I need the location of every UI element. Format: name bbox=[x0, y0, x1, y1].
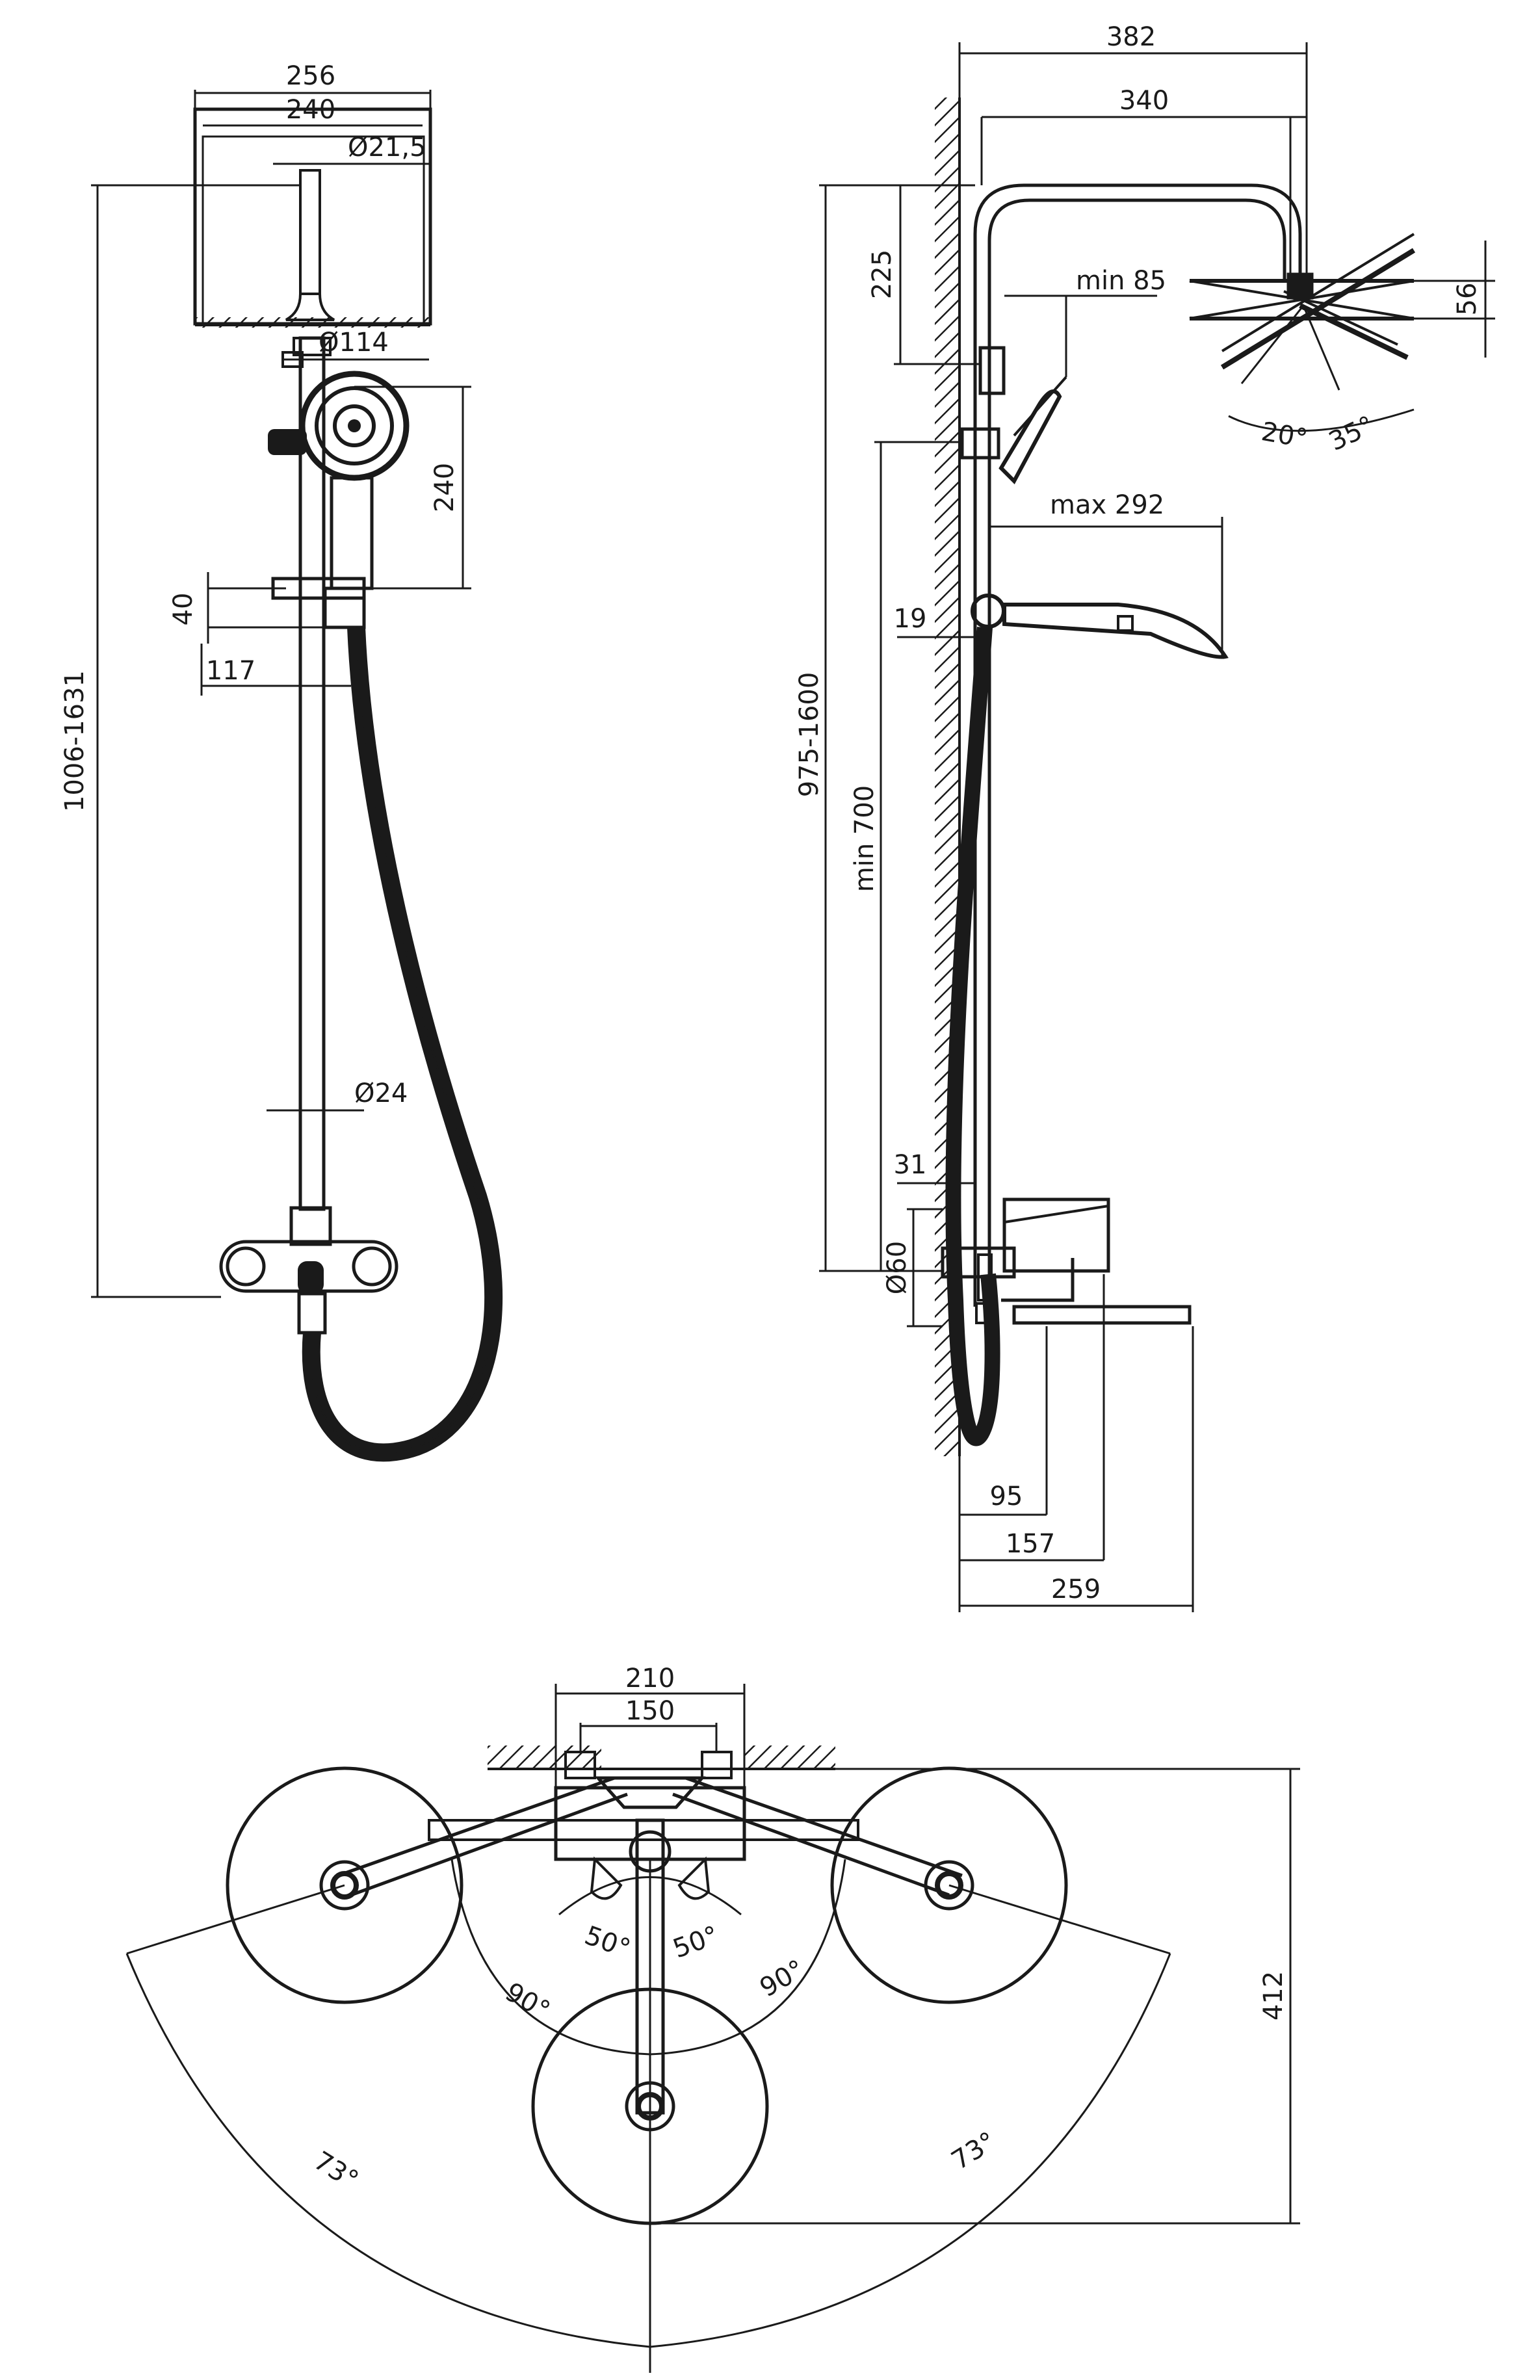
dim-side-95: 95 bbox=[990, 1482, 1023, 1511]
dim-side-connection-diameter: Ø60 bbox=[882, 1241, 912, 1294]
top-heads bbox=[226, 1766, 1068, 2225]
dim-side-min-700: min 700 bbox=[850, 785, 880, 893]
front-dimensions bbox=[91, 90, 471, 1298]
dim-top-swivel-right: 50° bbox=[669, 1920, 722, 1964]
dim-top-210: 210 bbox=[625, 1664, 675, 1693]
dim-side-259: 259 bbox=[1051, 1575, 1101, 1604]
dim-side-19: 19 bbox=[894, 604, 927, 634]
dim-top-412: 412 bbox=[1259, 1971, 1288, 2020]
dim-side-382: 382 bbox=[1106, 22, 1156, 52]
dim-front-handshower-diameter: Ø114 bbox=[319, 328, 389, 358]
top-wall-right bbox=[744, 1746, 835, 1769]
side-hand-shower bbox=[971, 376, 1229, 659]
dim-front-rail-diameter: Ø24 bbox=[354, 1079, 408, 1108]
dim-side-35-deg: 35° bbox=[1324, 410, 1379, 457]
dim-top-150: 150 bbox=[625, 1696, 675, 1726]
dim-front-256: 256 bbox=[286, 61, 335, 91]
dim-top-spread-left: 73° bbox=[309, 2146, 364, 2196]
dim-top-swivel-left: 50° bbox=[581, 1920, 634, 1964]
dim-top-arm-left: 90° bbox=[500, 1977, 555, 2026]
dim-front-240-height: 240 bbox=[430, 463, 460, 512]
front-view: 256 240 Ø21,5 Ø114 240 40 117 1006-1631 … bbox=[60, 61, 503, 1462]
dim-side-min-85: min 85 bbox=[1076, 266, 1166, 296]
dim-side-56: 56 bbox=[1452, 283, 1482, 316]
front-hose bbox=[302, 627, 503, 1462]
dim-side-20-deg: 20° bbox=[1259, 417, 1310, 454]
side-rail bbox=[960, 183, 1302, 1307]
dim-front-total-height: 1006-1631 bbox=[60, 670, 90, 812]
top-wall-left bbox=[488, 1746, 601, 1769]
top-view: 210 150 412 50° 50° 90° 90° 73° 73° bbox=[125, 1664, 1300, 2373]
top-mixer bbox=[428, 1751, 859, 2115]
side-view: 382 340 225 min 85 56 20° 35° max 292 19… bbox=[794, 22, 1495, 1612]
front-overhead-shower bbox=[193, 107, 432, 328]
dim-front-117: 117 bbox=[206, 656, 255, 686]
side-overhead-shower bbox=[1189, 233, 1416, 432]
dim-side-157: 157 bbox=[1006, 1529, 1055, 1559]
side-hose bbox=[945, 627, 1000, 1446]
dim-front-240-width: 240 bbox=[286, 95, 335, 125]
front-mixer bbox=[219, 1206, 398, 1335]
dim-front-arm-diameter: Ø21,5 bbox=[348, 133, 426, 163]
dim-side-975-1600: 975-1600 bbox=[794, 672, 824, 798]
dim-front-40: 40 bbox=[168, 593, 198, 626]
side-mixer bbox=[941, 1197, 1192, 1325]
dim-side-340: 340 bbox=[1119, 86, 1169, 116]
side-dimensions bbox=[819, 42, 1495, 1612]
dim-side-max-292: max 292 bbox=[1050, 490, 1164, 520]
dim-top-arm-right: 90° bbox=[755, 1954, 809, 2003]
top-dimensions bbox=[555, 1684, 1300, 2225]
dim-side-225: 225 bbox=[867, 250, 897, 299]
dim-top-spread-right: 73° bbox=[946, 2126, 1002, 2177]
front-hand-shower bbox=[268, 371, 410, 629]
dim-side-31: 31 bbox=[894, 1150, 927, 1180]
top-arcs bbox=[125, 1859, 1171, 2373]
